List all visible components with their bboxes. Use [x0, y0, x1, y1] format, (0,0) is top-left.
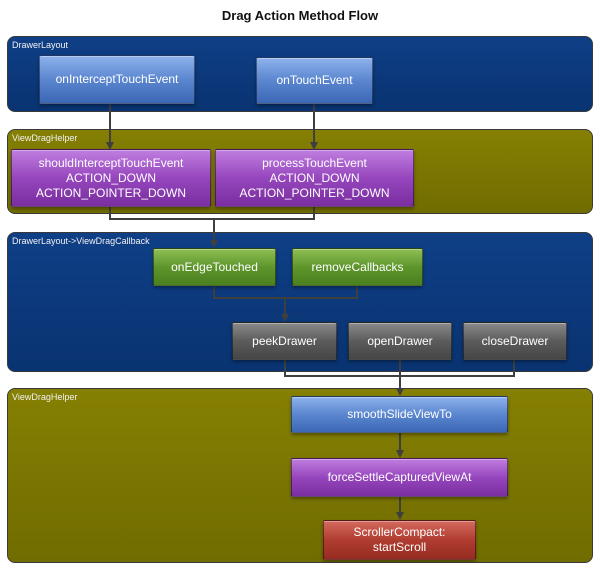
- node-label-line1: shouldInterceptTouchEvent: [38, 155, 184, 170]
- node-on-edge-touched[interactable]: onEdgeTouched: [153, 248, 276, 286]
- panel-label-view-drag-helper-bottom: ViewDragHelper: [12, 392, 78, 402]
- node-open-drawer[interactable]: openDrawer: [348, 322, 452, 360]
- panel-label-view-drag-helper-top: ViewDragHelper: [12, 133, 78, 143]
- panel-label-callback: DrawerLayout->ViewDragCallback: [12, 236, 150, 246]
- node-label-line1: processTouchEvent: [262, 155, 367, 170]
- node-label: smoothSlideViewTo: [347, 407, 452, 421]
- node-scroller-compat-start-scroll[interactable]: ScrollerCompact: startScroll: [323, 520, 476, 560]
- node-force-settle-captured-view-at[interactable]: forceSettleCapturedViewAt: [291, 458, 508, 497]
- node-label: onEdgeTouched: [171, 259, 258, 274]
- node-label-line2: ACTION_DOWN: [66, 170, 156, 185]
- node-process-touch-event[interactable]: processTouchEvent ACTION_DOWN ACTION_POI…: [215, 149, 414, 207]
- node-label: onInterceptTouchEvent: [55, 72, 179, 86]
- panel-label-drawer-layout: DrawerLayout: [12, 40, 69, 50]
- node-label: openDrawer: [367, 333, 433, 348]
- node-label: onTouchEvent: [276, 73, 353, 87]
- node-label-line2: ACTION_DOWN: [269, 170, 360, 185]
- node-label: removeCallbacks: [311, 259, 404, 274]
- diagram-title: Drag Action Method Flow: [221, 8, 379, 23]
- node-label-line3: ACTION_POINTER_DOWN: [35, 185, 186, 200]
- node-close-drawer[interactable]: closeDrawer: [463, 322, 567, 360]
- node-label-line2: startScroll: [372, 540, 427, 554]
- node-peek-drawer[interactable]: peekDrawer: [232, 322, 337, 360]
- node-label: closeDrawer: [481, 333, 549, 348]
- node-on-intercept-touch-event[interactable]: onInterceptTouchEvent: [39, 55, 195, 104]
- node-label-line1: ScrollerCompact:: [353, 525, 446, 539]
- node-smooth-slide-view-to[interactable]: smoothSlideViewTo: [291, 396, 508, 433]
- node-remove-callbacks[interactable]: removeCallbacks: [292, 248, 423, 286]
- node-label: forceSettleCapturedViewAt: [327, 470, 472, 484]
- node-on-touch-event[interactable]: onTouchEvent: [256, 57, 373, 104]
- node-label: peekDrawer: [252, 333, 317, 348]
- node-should-intercept-touch-event[interactable]: shouldInterceptTouchEvent ACTION_DOWN AC…: [11, 149, 211, 207]
- node-label-line3: ACTION_POINTER_DOWN: [239, 185, 390, 200]
